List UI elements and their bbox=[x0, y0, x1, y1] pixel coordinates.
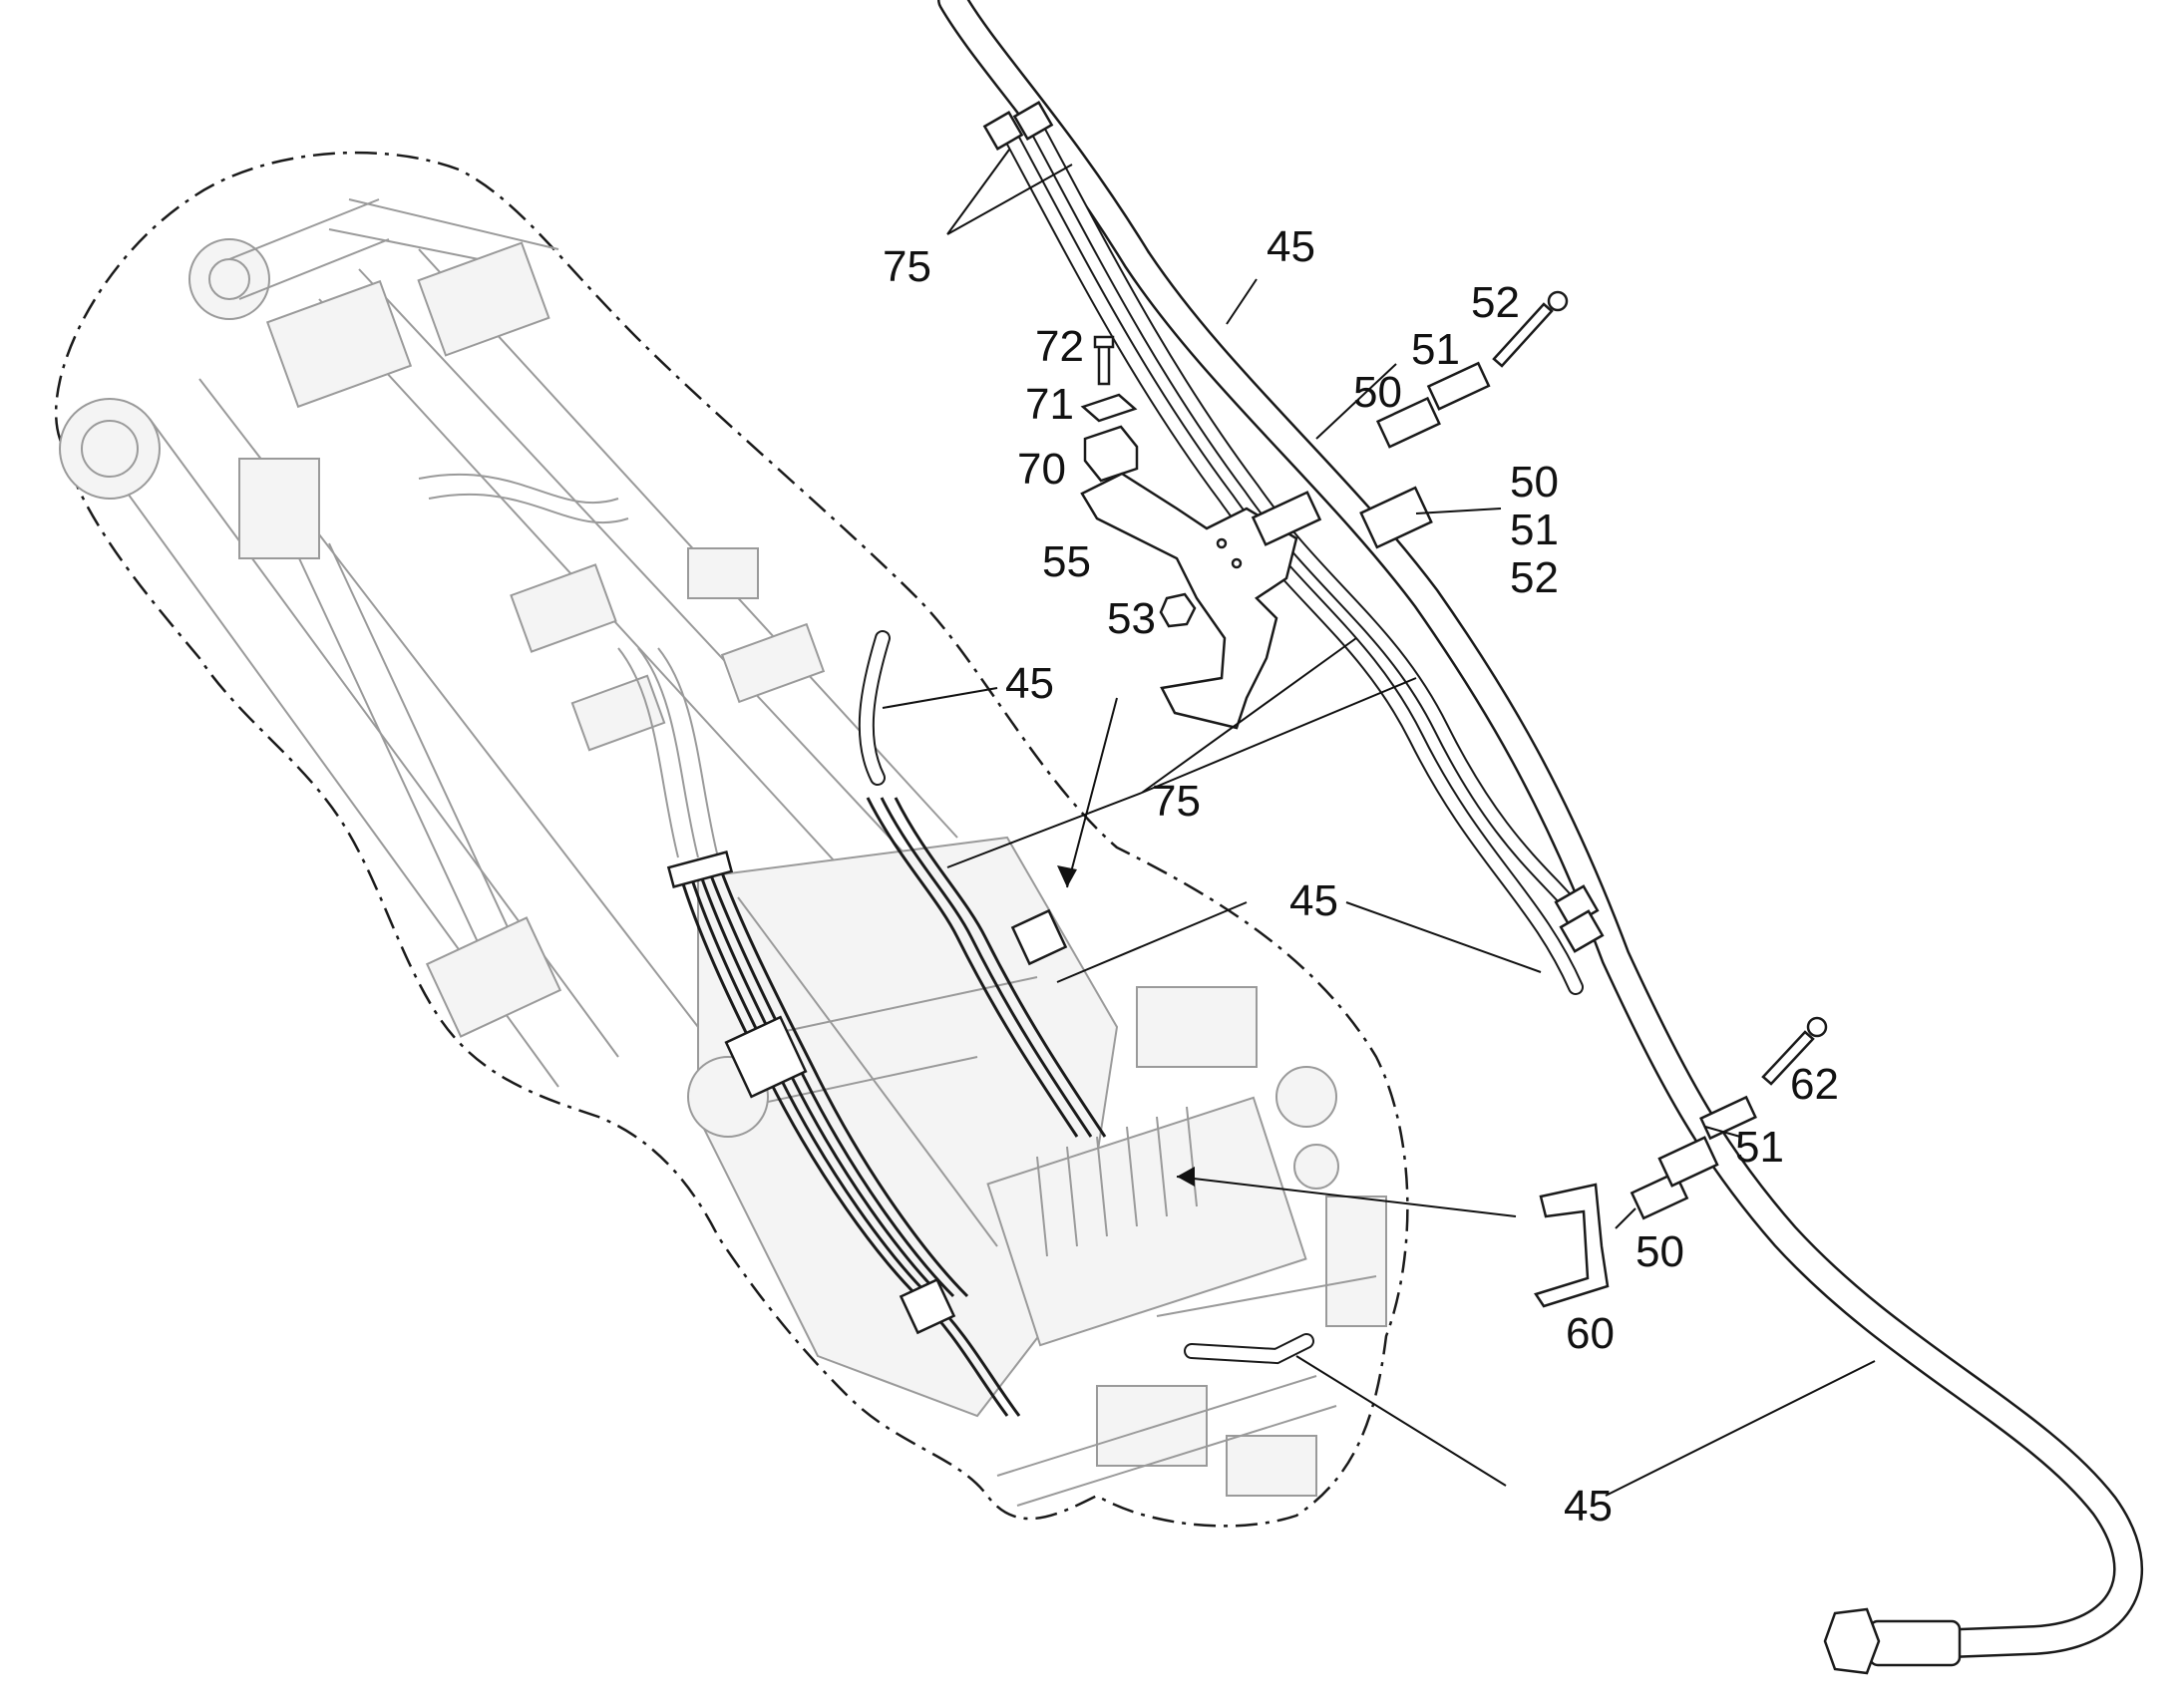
lower-frame bbox=[996, 1275, 1377, 1507]
clamp-50-right bbox=[1359, 486, 1433, 549]
hose-end-nut bbox=[1823, 1607, 1881, 1675]
filter bbox=[1293, 1144, 1339, 1190]
boom-valve-5 bbox=[720, 622, 826, 704]
valve-bank-spools bbox=[1036, 1106, 1198, 1257]
callout-50-lower: 50 bbox=[1635, 1227, 1684, 1276]
callout-labels: 75 45 52 72 51 71 50 70 50 51 52 55 53 4… bbox=[883, 222, 1839, 1531]
boom-head-cylinder bbox=[228, 198, 559, 300]
boom-valve-block bbox=[238, 458, 320, 559]
callout-62: 62 bbox=[1790, 1060, 1839, 1109]
callout-72: 72 bbox=[1035, 322, 1084, 371]
bolt-62 bbox=[1761, 1030, 1815, 1086]
bundle-hose-6 bbox=[866, 797, 1079, 1138]
cylinder-clevis bbox=[425, 916, 562, 1038]
lower-block bbox=[1226, 1435, 1317, 1497]
plate-51 bbox=[1426, 361, 1491, 411]
callout-60: 60 bbox=[1566, 1309, 1615, 1358]
callout-45-top: 45 bbox=[1267, 222, 1315, 271]
callout-51-top: 51 bbox=[1411, 325, 1460, 374]
callout-51-right: 51 bbox=[1510, 506, 1559, 554]
phantom-boundary bbox=[54, 151, 1409, 1528]
clamp-50-left bbox=[1251, 491, 1322, 546]
boom-hoses bbox=[418, 473, 719, 858]
boom-top-pin bbox=[188, 238, 270, 320]
arrowheads bbox=[1057, 865, 1195, 1187]
bundle-hose-7 bbox=[880, 797, 1093, 1138]
boom-valve-4 bbox=[570, 674, 666, 752]
plate-51-lower bbox=[1699, 1095, 1757, 1141]
bolt-52 bbox=[1492, 302, 1554, 368]
bundle-clamp-2 bbox=[1010, 908, 1068, 966]
clamp-50-lower-b bbox=[1657, 1136, 1719, 1188]
callout-53: 53 bbox=[1107, 594, 1156, 643]
callout-52-right: 52 bbox=[1510, 553, 1559, 602]
callout-50-top: 50 bbox=[1353, 368, 1402, 417]
callout-55: 55 bbox=[1042, 537, 1091, 586]
upper-bracket-assembly bbox=[1080, 290, 1569, 730]
nut-53 bbox=[1159, 592, 1197, 628]
bundle-hose-2 bbox=[686, 866, 1021, 1417]
exploded-hoses bbox=[937, 0, 2144, 1675]
boom-cylinder bbox=[298, 542, 530, 988]
callout-71: 71 bbox=[1025, 380, 1074, 429]
clamp-50-top bbox=[1375, 396, 1441, 449]
background-machine bbox=[54, 151, 1409, 1528]
callout-45-mid: 45 bbox=[1005, 659, 1054, 708]
callout-52-top: 52 bbox=[1471, 278, 1520, 327]
bracket-55 bbox=[1080, 472, 1298, 730]
fitting-75-top-a bbox=[982, 111, 1024, 151]
side-panel bbox=[1325, 1196, 1387, 1327]
boom-plate-1 bbox=[265, 279, 413, 409]
filler-cap bbox=[1275, 1066, 1337, 1128]
boom-valve-3 bbox=[687, 547, 759, 599]
boom-pivot bbox=[59, 398, 161, 500]
boom-valve-2 bbox=[510, 563, 617, 653]
plate-71 bbox=[1080, 393, 1138, 423]
fitting-75-bottom-b bbox=[1559, 909, 1605, 953]
boom-plate-2 bbox=[417, 241, 550, 357]
callout-45-bottom: 45 bbox=[1564, 1482, 1613, 1531]
hose-end-sleeve bbox=[1868, 1619, 1962, 1667]
callout-70: 70 bbox=[1017, 445, 1066, 494]
bundle-clamp-3 bbox=[899, 1277, 956, 1335]
lower-bracket-assembly bbox=[1534, 1016, 1828, 1308]
boom-hose-bundle bbox=[666, 630, 1314, 1417]
bundle-hose-1 bbox=[676, 866, 1009, 1417]
callout-51-lower: 51 bbox=[1735, 1123, 1784, 1172]
bracket-60 bbox=[1534, 1183, 1610, 1308]
arrowhead-bracket bbox=[1057, 865, 1077, 887]
bundle-hose-8 bbox=[894, 797, 1107, 1138]
bundle-hose-4 bbox=[706, 866, 955, 1298]
bundle-clamp-1 bbox=[724, 1015, 808, 1099]
leader-lines bbox=[882, 149, 1876, 1497]
boom-beam-right bbox=[318, 248, 958, 898]
callout-75-mid: 75 bbox=[1152, 777, 1201, 826]
boom-pivot-bore bbox=[81, 420, 139, 478]
callout-50-right: 50 bbox=[1510, 458, 1559, 507]
lower-bracket bbox=[1096, 1385, 1208, 1467]
bundle-hose-5 bbox=[718, 866, 969, 1298]
arrowhead-valve bbox=[1177, 1167, 1195, 1187]
clip-70 bbox=[1083, 425, 1139, 483]
bundle-fittings bbox=[666, 851, 734, 888]
fitting-75-top-b bbox=[1012, 101, 1054, 141]
callout-45-right: 45 bbox=[1289, 876, 1338, 925]
tank-top bbox=[1136, 986, 1258, 1068]
callout-75-top: 75 bbox=[883, 242, 931, 291]
screw-72 bbox=[1097, 342, 1111, 386]
